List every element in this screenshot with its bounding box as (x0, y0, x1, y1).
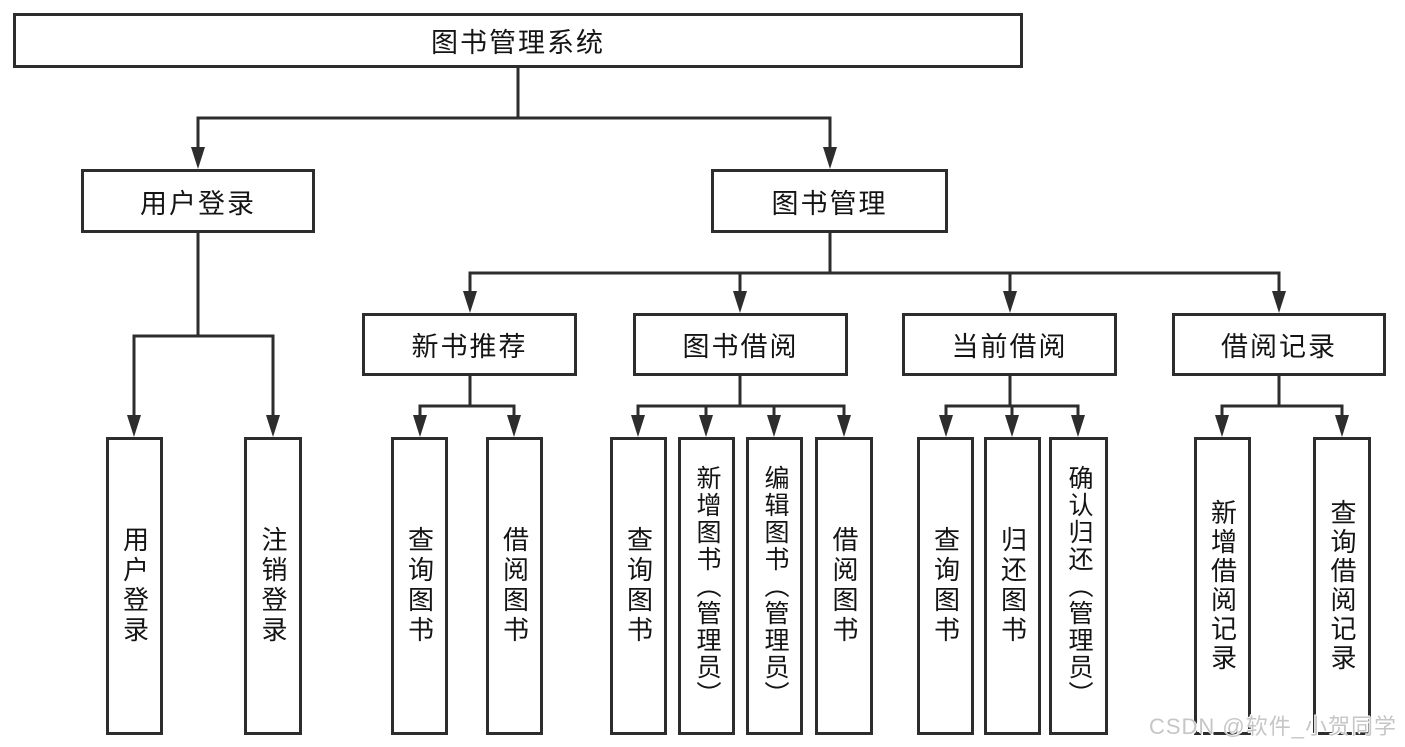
node-label: 图书管理系统 (431, 28, 605, 58)
leaf-query-books-recommend: 查询图书 (391, 437, 448, 735)
node-label: 查询图书 (404, 526, 435, 646)
node-label: 用户登录 (119, 526, 150, 646)
node-label: 借阅记录 (1221, 332, 1337, 362)
node-label: 查询图书 (930, 526, 961, 646)
node-label: 新增借阅记录 (1207, 499, 1238, 673)
node-current-borrowing: 当前借阅 (902, 313, 1117, 376)
connector-borrowing-records (1220, 374, 1344, 422)
leaf-confirm-return-admin: 确认归还（管理员） (1049, 437, 1108, 735)
node-label: 归还图书 (997, 526, 1028, 646)
leaf-query-books-current: 查询图书 (917, 437, 974, 735)
leaf-add-borrow-record: 新增借阅记录 (1194, 437, 1251, 735)
node-label: 图书管理 (771, 188, 888, 219)
leaf-add-books-admin: 新增图书（管理员） (678, 437, 735, 735)
leaf-query-borrow-record: 查询借阅记录 (1313, 437, 1371, 735)
connector-current-borrowing (944, 374, 1080, 422)
leaf-query-books-borrowing: 查询图书 (610, 437, 667, 735)
node-label: 确认归还（管理员） (1065, 464, 1093, 708)
node-book-management: 图书管理 (711, 169, 948, 233)
leaf-user-login: 用户登录 (106, 437, 163, 735)
connector-user-login (132, 231, 275, 422)
node-user-login: 用户登录 (81, 169, 315, 233)
leaf-return-books: 归还图书 (984, 437, 1041, 735)
arrowheads (127, 147, 1349, 437)
node-label: 借阅图书 (499, 526, 530, 646)
connector-book-management (468, 231, 1281, 298)
node-label: 图书借阅 (682, 332, 799, 362)
leaf-edit-books-admin: 编辑图书（管理员） (746, 437, 803, 735)
node-borrowing-records: 借阅记录 (1172, 313, 1386, 376)
node-label: 查询借阅记录 (1327, 499, 1357, 673)
node-label: 借阅图书 (829, 526, 859, 646)
node-label: 用户登录 (140, 188, 256, 219)
connector-book-borrowing (636, 374, 846, 422)
node-label: 查询图书 (623, 526, 654, 646)
watermark: CSDN @软件_小贺同学 (1148, 714, 1397, 739)
connector-root (196, 66, 832, 154)
node-book-borrowing: 图书借阅 (633, 313, 848, 376)
node-label: 新增图书（管理员） (693, 464, 721, 708)
connector-new-book-recommendation (418, 374, 516, 422)
leaf-borrow-books-borrowing: 借阅图书 (815, 437, 873, 735)
node-label: 注销登录 (258, 526, 288, 646)
leaf-logout: 注销登录 (244, 437, 302, 735)
node-label: 编辑图书（管理员） (761, 464, 789, 708)
node-root: 图书管理系统 (13, 13, 1023, 68)
node-label: 当前借阅 (951, 332, 1068, 362)
leaf-borrow-books-recommend: 借阅图书 (486, 437, 543, 735)
node-label: 新书推荐 (411, 332, 528, 362)
node-new-book-recommendation: 新书推荐 (362, 313, 577, 376)
